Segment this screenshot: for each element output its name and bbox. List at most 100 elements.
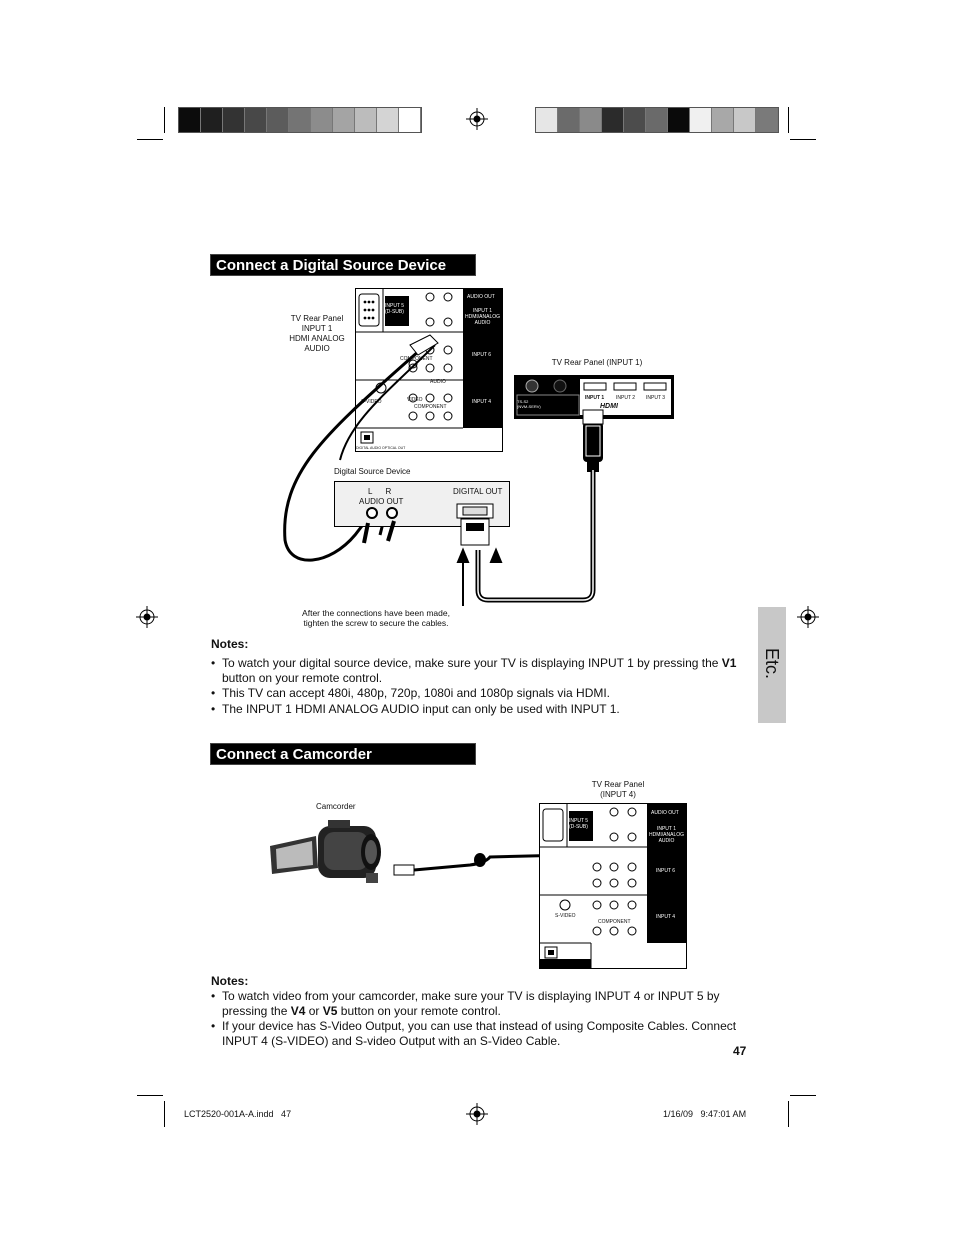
panel-svideo-label: S-VIDEO [361,399,382,405]
note-bold: V5 [322,1004,338,1018]
color-swatch [201,108,223,132]
note-item: • To watch video from your camcorder, ma… [211,989,741,1019]
color-swatch [690,108,712,132]
tv-rear-panel-label: TV Rear Panel INPUT 1 HDMI ANALOG AUDIO [282,314,352,354]
note-bold: V1 [721,656,737,670]
tv-rear-panel-input1-label: TV Rear Panel (INPUT 1) [551,358,643,367]
notes-heading-1: Notes: [211,637,249,651]
note-text: To watch your digital source device, mak… [222,656,751,686]
panel-audio-out-label: AUDIO OUT [467,294,495,300]
color-swatch [245,108,267,132]
panel2-svideo-label: S-VIDEO [555,913,576,919]
label-line: TV Rear Panel [290,314,344,323]
crop-mark [137,1095,163,1096]
label-line: HDMI ANALOG [289,334,345,343]
tv-rear-panel-input4-label: TV Rear Panel (INPUT 4) [582,780,654,800]
color-swatch [646,108,668,132]
note-item: • The INPUT 1 HDMI ANALOG AUDIO input ca… [211,702,751,717]
note-text: If your device has S-Video Output, you c… [222,1019,737,1048]
notes-heading-2: Notes: [211,974,249,988]
camcorder-icon [270,820,381,883]
color-swatch [399,108,421,132]
tv-rear-panel-diagram [355,288,503,452]
panel-audio-label: AUDIO [430,379,446,385]
color-swatch [267,108,289,132]
color-swatch [668,108,690,132]
panel-component-label-2: COMPONENT [414,404,447,410]
color-swatch [179,108,201,132]
note-bold: V4 [290,1004,306,1018]
caption-line: After the connections have been made, [302,608,450,618]
note-item: • If your device has S-Video Output, you… [211,1019,741,1049]
color-swatch [333,108,355,132]
crop-mark [788,1101,789,1127]
panel2-input1-label: INPUT 1 HDMI/ANALOG AUDIO [649,826,685,844]
footer-timestamp: 1/16/09 9:47:01 AM [663,1109,747,1119]
footer-filename: LCT2520-001A-A.indd 47 [184,1109,292,1119]
digital-source-device-label: Digital Source Device [334,467,411,476]
color-swatch [756,108,778,132]
registration-mark-icon [136,606,158,628]
color-swatch [536,108,558,132]
note-text: The INPUT 1 HDMI ANALOG AUDIO input can … [222,702,620,716]
device-audio-out-label: AUDIO OUT [359,497,404,506]
panel-input4-label: INPUT 4 [472,399,492,405]
panel2-input6-label: INPUT 6 [656,868,676,874]
section-title-digital-source: Connect a Digital Source Device [210,254,476,276]
panel-component-label: COMPONENT [400,356,433,362]
hdmi-panel-ts-label: TS-S2 (NVM-SERV) [517,399,541,409]
registration-mark-icon [466,1103,488,1125]
hdmi-logo: HDMI [600,403,618,410]
hdmi-input2-label: INPUT 2 [616,395,636,401]
panel2-component-label: COMPONENT [598,919,631,925]
hdmi-input3-label: INPUT 3 [646,395,666,401]
crop-mark [164,1101,165,1127]
bullet-icon: • [211,1019,216,1033]
panel2-input5-label: INPUT 5 (D-SUB) [569,818,589,830]
camcorder-label: Camcorder [316,802,356,811]
note-text-part: To watch video from your camcorder, make… [222,989,720,1018]
panel2-input4-label: INPUT 4 [656,914,676,920]
note-text-part: To watch your digital source device, mak… [222,656,722,670]
color-swatch [289,108,311,132]
panel-input6-label: INPUT 6 [472,352,492,358]
hdmi-input1-label: INPUT 1 [585,395,605,401]
color-swatch [377,108,399,132]
crop-mark [164,107,165,133]
color-swatch [223,108,245,132]
panel-input1-label: INPUT 1 HDMI/ANALOG AUDIO [465,308,501,326]
note-text: To watch video from your camcorder, make… [222,989,741,1019]
note-item: • This TV can accept 480i, 480p, 720p, 1… [211,686,751,701]
tv-rear-panel-diagram-2 [539,803,687,969]
bullet-icon: • [211,656,216,670]
crop-mark [790,139,816,140]
caption-tighten-screws: After the connections have been made, ti… [286,608,466,628]
registration-mark-icon [797,606,819,628]
crop-mark [137,139,163,140]
panel2-audio-out-label: AUDIO OUT [651,810,679,816]
device-digital-out-label: DIGITAL OUT [453,487,503,496]
bullet-icon: • [211,702,216,716]
bullet-icon: • [211,686,216,700]
note-text-part: or [305,1004,323,1018]
note-item: • To watch your digital source device, m… [211,656,751,686]
registration-mark-icon [466,108,488,130]
cable-diagram-1 [283,334,604,606]
crop-mark [790,1095,816,1096]
device-connectors-icon [362,503,494,546]
color-calibration-bar-right [535,107,779,133]
label-line: INPUT 1 [301,324,333,333]
panel-input5-label: INPUT 5 (D-SUB) [385,303,405,315]
note-text: This TV can accept 480i, 480p, 720p, 108… [222,686,611,700]
page-number: 47 [733,1044,747,1058]
color-calibration-bar-left [178,107,422,133]
device-lr-label: L R [368,487,392,496]
color-swatch [624,108,646,132]
color-swatch [311,108,333,132]
color-swatch [580,108,602,132]
note-text-part: button on your remote control. [337,1004,501,1018]
section-title-camcorder: Connect a Camcorder [210,743,476,765]
caption-line: tighten the screw to secure the cables. [303,618,449,628]
color-swatch [355,108,377,132]
panel-digital-optical-label: DIGITAL AUDIO OPTICAL OUT [356,446,406,450]
